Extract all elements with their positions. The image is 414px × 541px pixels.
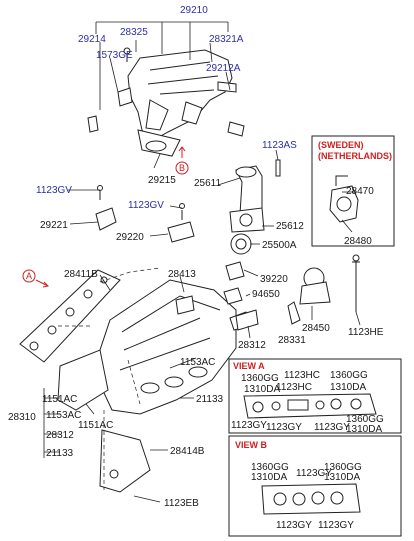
part-28310[interactable]: 28310 — [8, 412, 36, 423]
part-1151ac-b[interactable]: 1151AC — [78, 420, 113, 431]
view-b-1360gg-left: 1360GG — [251, 462, 289, 473]
view-a-1123gy-3: 1123GY — [314, 422, 350, 433]
view-a-marker[interactable]: A — [22, 269, 50, 288]
view-b-panel: VIEW B 1360GG 1310DA 1123GY 1360GG 1310D… — [228, 435, 402, 537]
part-28312-right[interactable]: 28312 — [238, 340, 266, 351]
part-28331[interactable]: 28331 — [278, 335, 306, 346]
part-29220[interactable]: 29220 — [116, 232, 144, 243]
view-a-1123gy-1: 1123GY — [231, 420, 267, 431]
part-28325[interactable]: 28325 — [120, 27, 148, 38]
part-1123gv-center[interactable]: 1123GV — [128, 200, 164, 211]
heat-shield-drawing — [95, 185, 195, 243]
view-b-title: VIEW B — [235, 440, 268, 450]
part-25612[interactable]: 25612 — [276, 221, 304, 232]
part-29221[interactable]: 29221 — [40, 220, 68, 231]
view-b-1310da-left: 1310DA — [251, 472, 287, 483]
view-a-1123hc-top: 1123HC — [284, 370, 320, 381]
water-pipe-drawing — [229, 159, 281, 255]
part-1153ac-top[interactable]: 1153AC — [180, 357, 215, 368]
part-94650[interactable]: 94650 — [252, 289, 280, 300]
part-25611[interactable]: 25611 — [194, 178, 222, 189]
view-a-marker-label: A — [26, 271, 32, 281]
view-a-1123hc-mid: 1123HC — [276, 382, 312, 393]
part-1123gv-left[interactable]: 1123GV — [36, 185, 72, 196]
inset-region-line1: (SWEDEN) — [318, 140, 364, 150]
part-21133-left[interactable]: 21133 — [46, 448, 74, 459]
view-b-1123gy-bottom-2: 1123GY — [318, 520, 354, 531]
view-a-1360gg-left: 1360GG — [241, 373, 279, 384]
part-29212a[interactable]: 29212A — [206, 63, 241, 74]
view-a-1310da-bottom: 1310DA — [346, 424, 382, 435]
part-1153ac-mid[interactable]: 1153AC — [46, 410, 81, 421]
view-a-1310da-left: 1310DA — [244, 384, 280, 395]
region-inset: (SWEDEN) (NETHERLANDS) — [311, 135, 395, 247]
sensor-drawing — [223, 254, 360, 331]
part-28470[interactable]: 28470 — [346, 186, 374, 197]
view-a-title: VIEW A — [233, 361, 265, 371]
part-1151ac-a[interactable]: 1151AC — [42, 394, 77, 405]
part-1123eb[interactable]: 1123EB — [164, 498, 199, 509]
view-a-1123gy-2: 1123GY — [266, 422, 302, 433]
part-28413[interactable]: 28413 — [168, 269, 196, 280]
part-1573ge[interactable]: 1573GE — [96, 50, 133, 61]
part-39220[interactable]: 39220 — [260, 274, 288, 285]
view-b-1123gy-center: 1123GY — [296, 468, 332, 479]
part-28321a[interactable]: 28321A — [209, 34, 244, 45]
view-a-panel: VIEW A 1360GG 1310DA 1123HC 1123HC 1360G… — [228, 358, 402, 435]
part-1123as[interactable]: 1123AS — [262, 140, 297, 151]
part-28450[interactable]: 28450 — [302, 323, 330, 334]
part-29214[interactable]: 29214 — [78, 34, 106, 45]
part-29215[interactable]: 29215 — [148, 175, 176, 186]
part-25500a[interactable]: 25500A — [262, 240, 297, 251]
view-a-1360gg-bottom: 1360GG — [346, 414, 384, 425]
view-b-marker[interactable]: B — [175, 146, 189, 175]
view-b-1310da-right: 1310DA — [324, 472, 360, 483]
part-21133-right[interactable]: 21133 — [196, 394, 224, 405]
view-a-1310da-right: 1310DA — [330, 382, 366, 393]
intake-manifold-drawing — [87, 47, 245, 157]
view-a-1360gg-right: 1360GG — [330, 370, 368, 381]
part-28414b[interactable]: 28414B — [170, 446, 205, 457]
view-b-1123gy-bottom-1: 1123GY — [276, 520, 312, 531]
view-b-1360gg-right: 1360GG — [324, 462, 362, 473]
exhaust-gasket-drawing — [19, 269, 121, 363]
exhaust-manifold-drawing — [57, 279, 251, 493]
part-28312-left[interactable]: 28312 — [46, 430, 74, 441]
part-28411b[interactable]: 28411B — [64, 269, 98, 280]
inset-region-line2: (NETHERLANDS) — [318, 151, 392, 161]
view-b-marker-label: B — [179, 163, 185, 173]
part-29210[interactable]: 29210 — [180, 5, 208, 16]
part-28480[interactable]: 28480 — [344, 236, 372, 247]
part-1123he[interactable]: 1123HE — [348, 327, 384, 338]
